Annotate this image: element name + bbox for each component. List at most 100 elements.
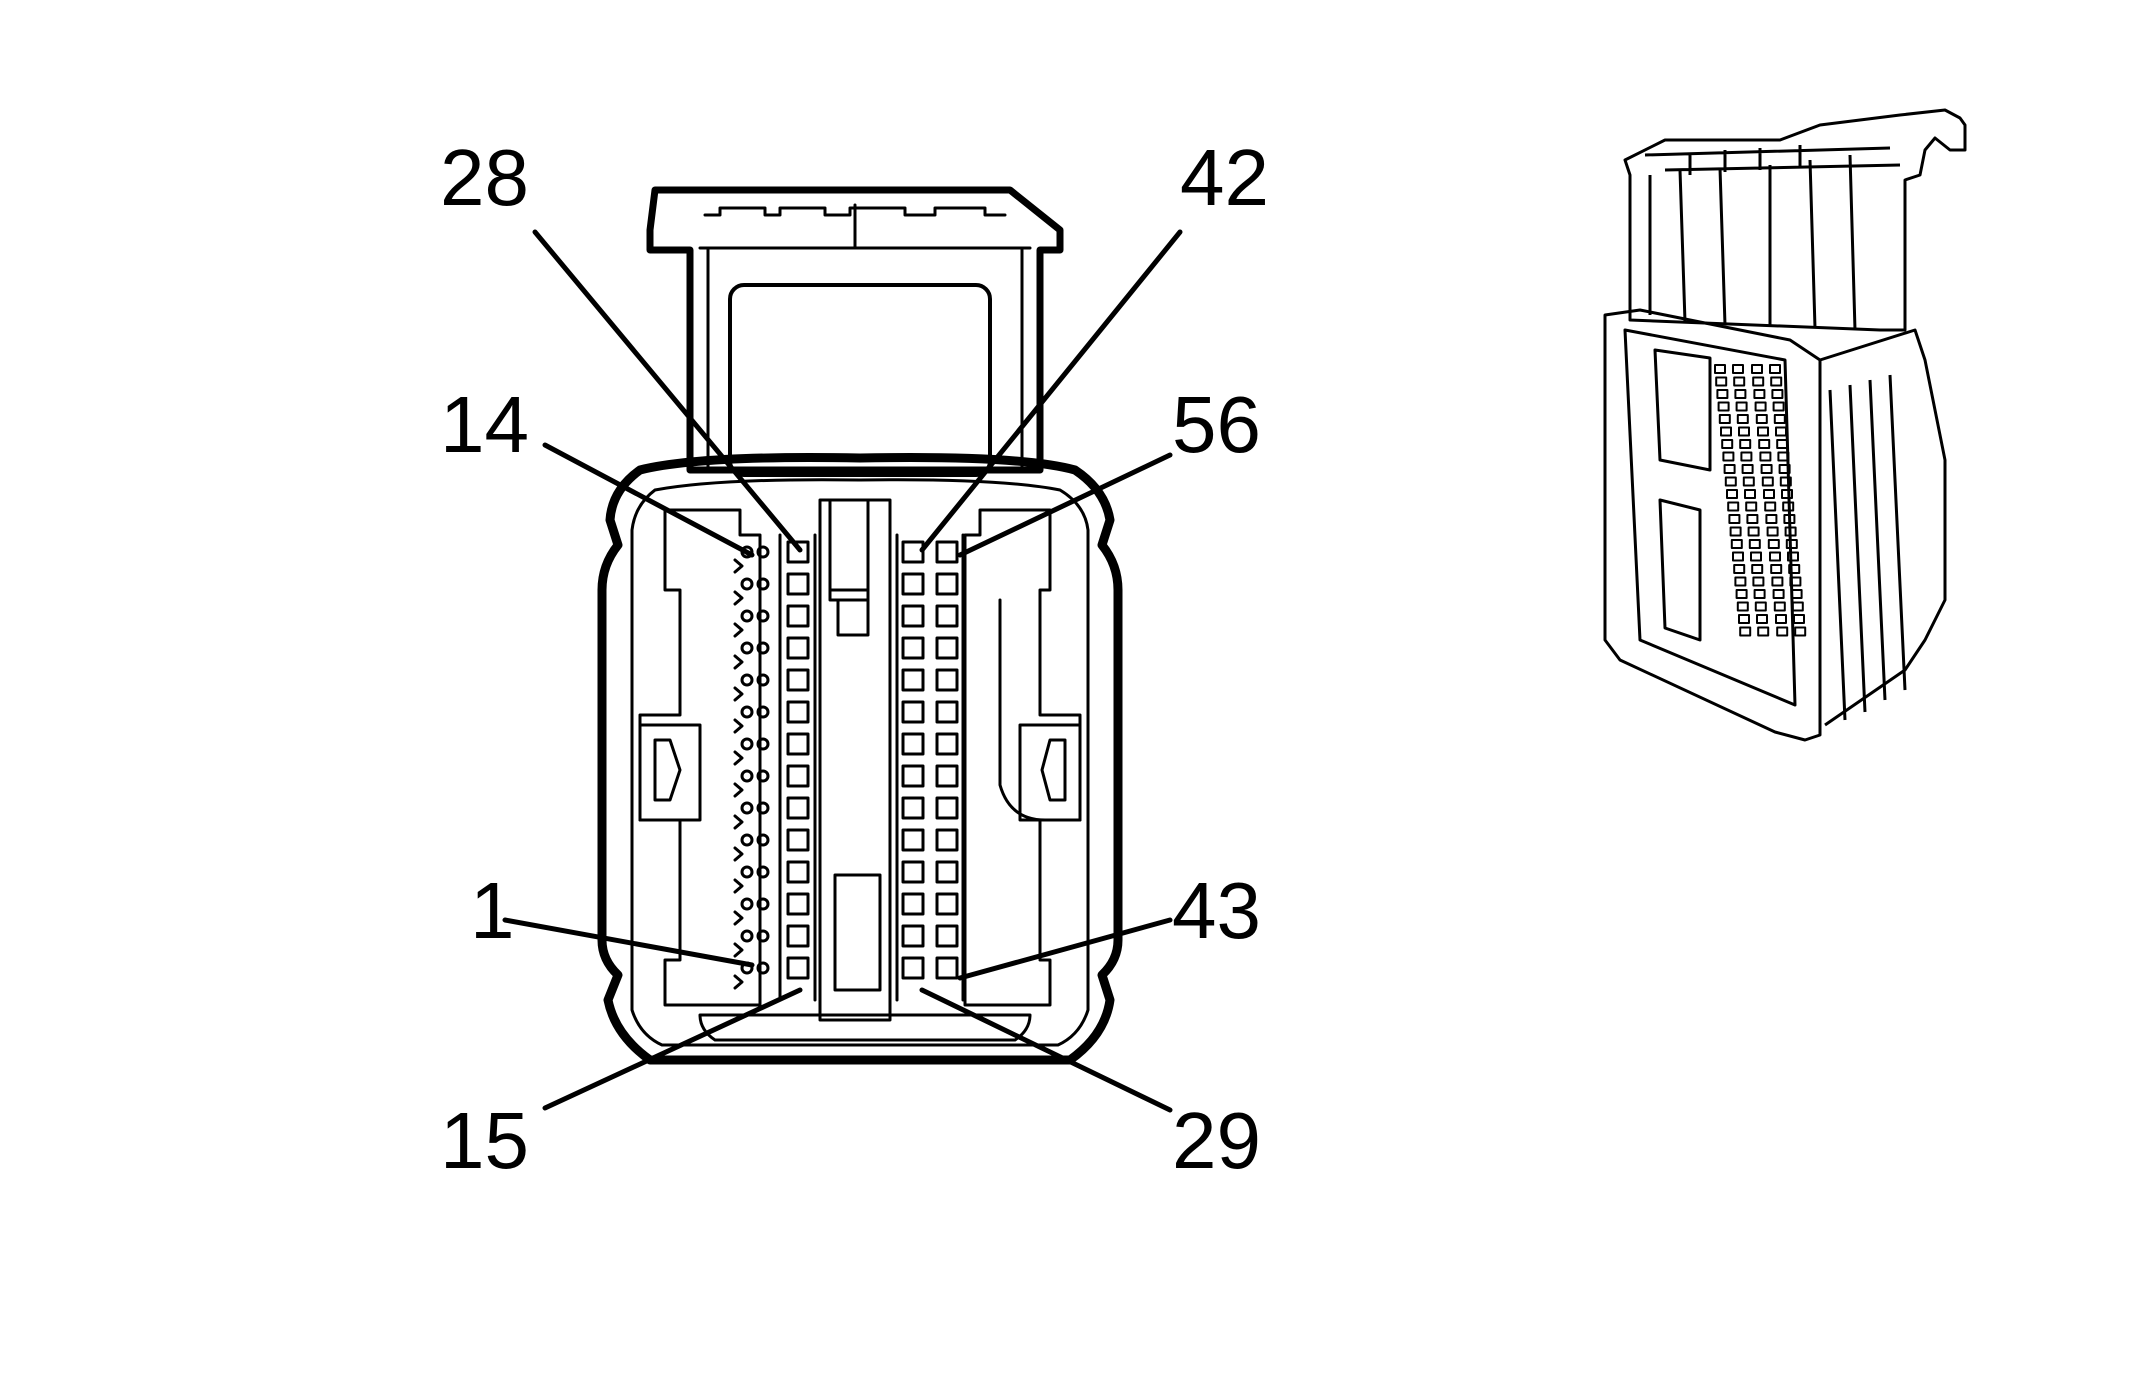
iso-side-ribs [1828,374,1907,721]
iso-pin-14-4 [1784,526,1797,537]
pin-cavity-inner-right-b-8 [935,764,959,788]
iso-pin-13-4 [1783,514,1796,524]
pin-cavity-inner-left-8 [786,764,810,788]
outer-small-pin-grid [733,545,770,990]
iso-pin-16-3 [1769,551,1781,562]
iso-pin-21-1 [1738,614,1750,624]
center-key [828,498,870,637]
iso-pin-6-4 [1775,426,1787,437]
small-pin-latch-10 [733,846,744,862]
pin-cavity-inner-right-b-7 [935,732,959,756]
pin-cavity-inner-right-b-13 [935,924,959,948]
iso-latch-ridges [1644,145,1901,175]
iso-pin-11-4 [1781,489,1793,499]
pin-cavity-inner-right-b-1 [935,540,959,564]
iso-pin-12-3 [1764,501,1777,512]
pin-cavity-inner-right-b-12 [935,892,959,916]
small-pin-latch-14 [733,974,744,990]
iso-pin-18-3 [1771,576,1784,587]
right-spring-arm [998,598,1047,822]
pin-cavity-inner-right-b-11 [935,860,959,884]
pin-cavity-inner-right-a-12 [901,892,925,916]
callout-line-1 [502,917,755,968]
iso-pin-21-4 [1793,614,1805,624]
iso-pin-1-3 [1751,364,1763,374]
iso-pin-15-2 [1748,539,1761,549]
small-pin-11-1 [740,865,754,879]
small-pin-7-2 [756,737,770,751]
small-pin-12-1 [740,897,754,911]
iso-pin-3-2 [1734,389,1747,399]
pin-cavity-inner-right-b-5 [935,668,959,692]
iso-pin-20-3 [1773,601,1786,612]
pin-cavity-inner-right-b-9 [935,796,959,820]
pin-cavity-inner-left-2 [786,572,810,596]
iso-pin-14-2 [1747,526,1760,537]
iso-pin-3-4 [1771,389,1784,399]
small-pin-latch-8 [733,782,744,798]
iso-pin-6-2 [1738,426,1750,437]
iso-pin-5-3 [1755,414,1768,424]
iso-pin-21-3 [1775,614,1787,624]
pin-cavity-inner-right-b-6 [935,700,959,724]
small-pin-10-2 [756,833,770,847]
iso-pin-8-3 [1759,451,1772,462]
iso-pin-22-1 [1739,626,1752,637]
iso-pin-16-2 [1750,551,1762,562]
small-pin-latch-9 [733,814,744,830]
pin-label-43: 43 [1172,866,1261,955]
iso-pin-7-4 [1776,439,1789,449]
iso-pin-2-3 [1752,376,1765,387]
top-latch-outline [646,186,1064,474]
connector-body-outline [597,453,1123,1065]
small-pin-6-2 [756,705,770,719]
pin-cavity-inner-left-4 [786,636,810,660]
iso-pin-8-1 [1722,451,1735,462]
small-pin-13-2 [756,929,770,943]
right-lock-window [1018,723,1082,822]
iso-pin-11-2 [1744,489,1756,499]
small-pin-14-2 [756,961,770,975]
right-cavity-housing [963,508,1082,1007]
pin-cavity-inner-left-5 [786,668,810,692]
small-pin-11-2 [756,865,770,879]
iso-pin-7-2 [1739,439,1752,449]
small-pin-4-1 [740,641,754,655]
pin-cavity-inner-left-13 [786,924,810,948]
iso-pin-22-2 [1757,626,1770,637]
pin-cavity-inner-right-a-4 [901,636,925,660]
pin-cavity-inner-right-a-14 [901,956,925,980]
small-pin-latch-1 [733,558,744,574]
pin-cavity-inner-right-b-10 [935,828,959,852]
bottom-rail [698,1013,1032,1042]
iso-pin-7-3 [1758,439,1771,449]
pin-cavity-inner-right-a-7 [901,732,925,756]
small-pin-latch-12 [733,910,744,926]
iso-pin-18-2 [1752,576,1765,587]
small-pin-8-2 [756,769,770,783]
iso-pin-20-1 [1736,601,1749,612]
iso-pin-8-4 [1777,451,1790,462]
iso-pin-13-2 [1746,514,1759,524]
iso-inner-opening [1653,348,1712,642]
pin-cavity-inner-left-6 [786,700,810,724]
iso-pin-9-2 [1741,464,1754,474]
pin-cavity-inner-right-a-3 [901,604,925,628]
iso-pin-5-4 [1773,414,1786,424]
iso-top-latch [1623,108,1967,332]
small-pin-latch-6 [733,718,744,734]
small-pin-13-1 [740,929,754,943]
small-pin-latch-4 [733,654,744,670]
iso-side-body [1819,328,1947,727]
small-pin-5-2 [756,673,770,687]
pin-cavity-inner-right-b-2 [935,572,959,596]
iso-pin-5-1 [1718,414,1731,424]
iso-pin-1-2 [1732,364,1744,374]
iso-pin-6-3 [1757,426,1769,437]
pin-cavity-inner-left-9 [786,796,810,820]
iso-pin-4-4 [1772,401,1785,412]
iso-pin-10-3 [1761,476,1774,487]
iso-pin-18-4 [1789,576,1802,587]
iso-pin-12-1 [1727,501,1740,512]
iso-pin-15-4 [1785,539,1798,549]
